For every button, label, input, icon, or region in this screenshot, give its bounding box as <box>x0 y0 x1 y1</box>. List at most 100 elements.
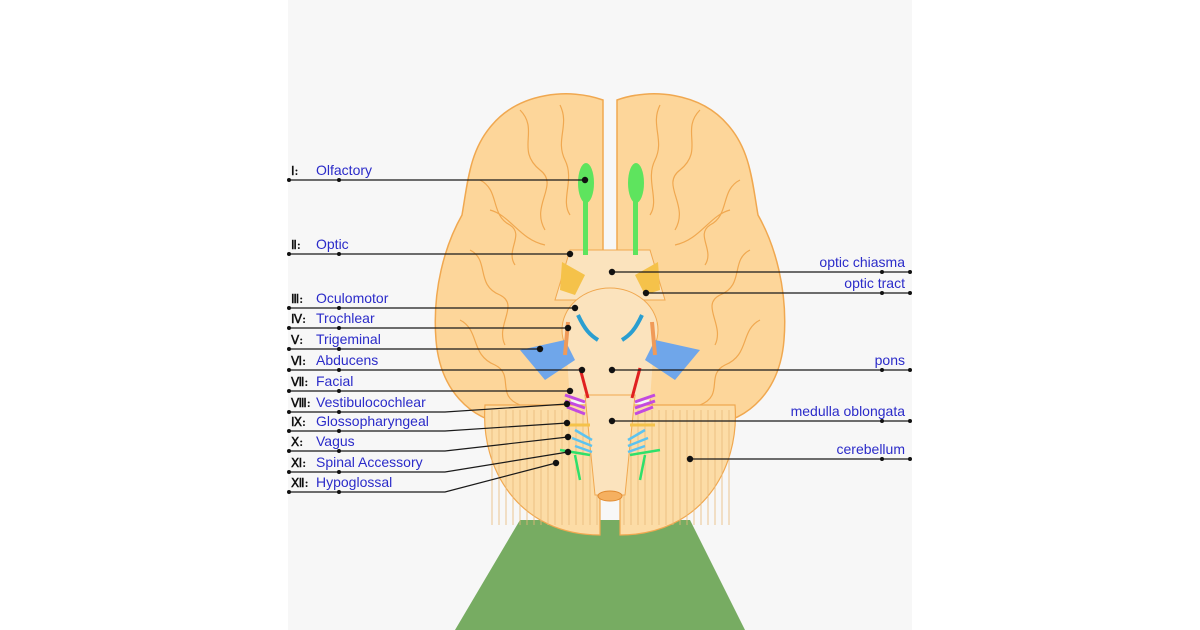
nerve-label-11: Ⅺ: Spinal Accessory <box>287 448 572 474</box>
medulla-body <box>584 394 636 496</box>
leader-end-dot <box>908 457 912 461</box>
target-dot <box>581 176 589 184</box>
target-dot <box>563 400 571 408</box>
nerve-label-1: Ⅰ:Olfactory <box>287 162 589 184</box>
nerve-label-4: Ⅳ: Trochlear <box>287 310 572 332</box>
target-dot <box>608 366 616 374</box>
leader-mid-dot <box>337 470 341 474</box>
olfactory-nerve <box>578 163 644 255</box>
target-dot <box>608 417 616 425</box>
structure-name: optic tract <box>844 275 905 291</box>
leader-mid-dot <box>337 368 341 372</box>
nerve-name: Facial <box>316 373 353 389</box>
right-labels: optic chiasma optic tract pons medulla oblo… <box>608 254 912 463</box>
leader-end-dot <box>287 326 291 330</box>
leader-mid-dot <box>880 419 884 423</box>
nerve-name: Oculomotor <box>316 290 389 306</box>
nerve-numeral: Ⅴ: <box>290 333 303 347</box>
structure-label-5: cerebellum <box>686 441 912 463</box>
nerve-label-10: Ⅹ: Vagus <box>287 433 572 453</box>
nerve-name: Trochlear <box>316 310 375 326</box>
nerve-numeral: Ⅳ: <box>291 312 306 326</box>
nerve-label-7: Ⅶ: Facial <box>287 373 574 395</box>
nerve-name: Abducens <box>316 352 378 368</box>
leader-mid-dot <box>337 429 341 433</box>
structure-name: cerebellum <box>837 441 905 457</box>
spinal-accessory-nerve <box>559 448 661 481</box>
nerve-numeral: Ⅲ: <box>291 292 303 306</box>
nerve-label-5: Ⅴ: Trigeminal <box>287 331 544 353</box>
brainstem <box>554 249 666 502</box>
leader-end-dot <box>908 419 912 423</box>
nerve-label-3: Ⅲ: Oculomotor <box>287 290 579 312</box>
nerve-numeral: Ⅱ: <box>291 238 301 252</box>
nerve-name: Vagus <box>316 433 355 449</box>
vagus-nerve <box>571 428 649 454</box>
nerve-name: Trigeminal <box>316 331 381 347</box>
leader-mid-dot <box>880 270 884 274</box>
structure-name: optic chiasma <box>819 254 905 270</box>
nerve-numeral: Ⅻ: <box>290 476 309 490</box>
nerve-label-6: Ⅵ: Abducens <box>287 352 586 374</box>
leader-end-dot <box>908 368 912 372</box>
leader-mid-dot <box>337 347 341 351</box>
leader-end-dot <box>287 368 291 372</box>
target-dot <box>564 448 572 456</box>
nerve-numeral: Ⅸ: <box>291 415 306 429</box>
spinal-canal <box>597 490 623 502</box>
nerve-name: Glossopharyngeal <box>316 413 429 429</box>
leader-mid-dot <box>337 326 341 330</box>
nerve-numeral: Ⅺ: <box>290 456 306 470</box>
leader-end-dot <box>287 449 291 453</box>
leader-end-dot <box>287 252 291 256</box>
leader-end-dot <box>287 178 291 182</box>
target-dot <box>642 289 650 297</box>
nerve-label-8: Ⅷ:Vestibulocochlear <box>287 394 571 414</box>
nerve-label-9: Ⅸ: Glossopharyngeal <box>287 413 571 433</box>
leader-mid-dot <box>337 178 341 182</box>
optic-region <box>554 249 666 301</box>
structure-name: pons <box>875 352 905 368</box>
nerve-name: Spinal Accessory <box>316 454 423 470</box>
nerve-label-2: Ⅱ: Optic <box>287 236 574 258</box>
target-dot <box>566 387 574 395</box>
trigeminal-nerve <box>520 340 700 380</box>
nerve-name: Olfactory <box>316 162 372 178</box>
structure-label-3: pons <box>608 352 912 374</box>
leader-mid-dot <box>880 368 884 372</box>
target-dot <box>571 304 579 312</box>
nerves <box>520 163 700 481</box>
spinal-base <box>455 520 745 630</box>
leader-end-dot <box>287 429 291 433</box>
leader-mid-dot <box>880 457 884 461</box>
nerve-numeral: Ⅷ: <box>290 396 311 410</box>
nerve-label-12: Ⅻ: Hypoglossal <box>287 459 560 494</box>
leader-end-dot <box>908 291 912 295</box>
target-dot <box>608 268 616 276</box>
structure-label-2: optic tract <box>642 275 912 297</box>
structure-label-4: medulla oblongata <box>608 403 912 425</box>
structure-label-1: optic chiasma <box>608 254 912 276</box>
structure-name: medulla oblongata <box>791 403 906 419</box>
target-dot <box>536 345 544 353</box>
target-dot <box>578 366 586 374</box>
nerve-numeral: Ⅶ: <box>290 375 308 389</box>
oculomotor-nerve <box>576 314 600 342</box>
target-dot <box>552 459 560 467</box>
target-dot <box>564 433 572 441</box>
nerve-numeral: Ⅹ: <box>290 435 303 449</box>
leader-end-dot <box>287 347 291 351</box>
nerve-name: Hypoglossal <box>316 474 392 490</box>
target-dot <box>563 419 571 427</box>
leader-end-dot <box>287 410 291 414</box>
nerve-numeral: Ⅵ: <box>290 354 306 368</box>
nerve-name: Optic <box>316 236 349 252</box>
leader-end-dot <box>287 306 291 310</box>
leader-mid-dot <box>880 291 884 295</box>
leader-mid-dot <box>337 389 341 393</box>
leader-end-dot <box>287 389 291 393</box>
leader-mid-dot <box>337 252 341 256</box>
